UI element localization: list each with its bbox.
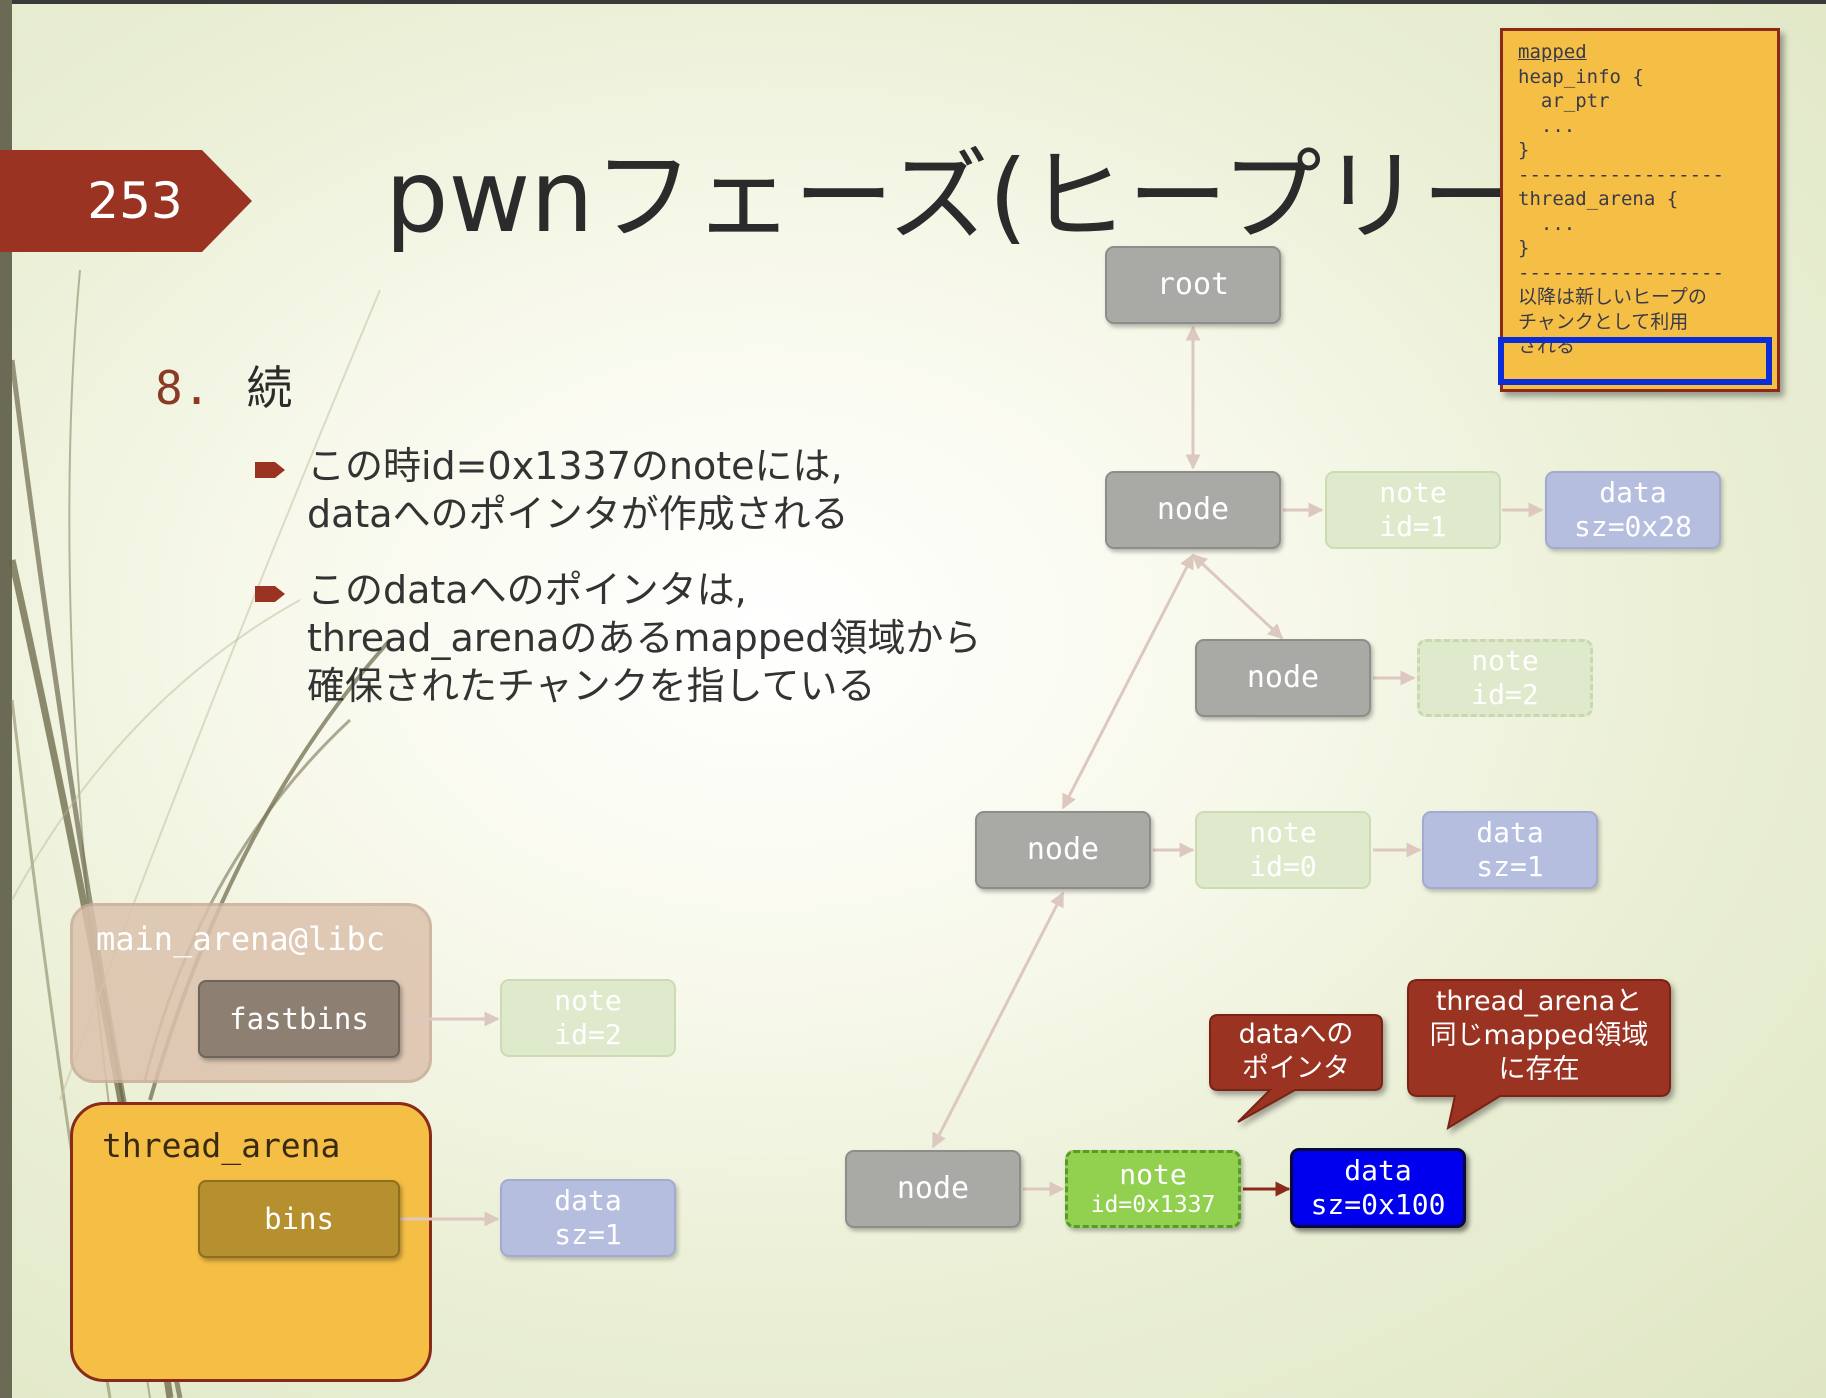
bullet-arrow-icon <box>255 462 285 478</box>
edge-node3-node4 <box>931 891 1065 1149</box>
mapped-line: mapped <box>1518 41 1587 63</box>
callout-data-pointer: dataへの ポインタ <box>1210 1018 1382 1086</box>
box-line: note <box>1249 816 1317 850</box>
slide-title: pwnフェーズ(ヒープリーク <box>385 138 1622 255</box>
bullet-line: 確保されたチャンクを指している <box>307 664 876 708</box>
bullet-line: この時id=0x1337のnoteには, <box>307 444 843 488</box>
edge-node1-node3 <box>1061 553 1195 810</box>
box-line: sz=1 <box>554 1218 622 1251</box>
slide-number-tag <box>0 150 252 252</box>
mapped-note-line: チャンクとして利用 <box>1518 310 1689 333</box>
box-line: data <box>1476 816 1544 850</box>
box-line: note <box>1471 644 1539 678</box>
data-sz100-box: data sz=0x100 <box>1290 1148 1466 1228</box>
mapped-line: ------------------ <box>1518 163 1724 186</box>
mapped-region-text: mapped heap_info { ar_ptr ... } --------… <box>1518 40 1724 359</box>
box-line: data <box>1344 1154 1412 1188</box>
bullet-arrow-icon <box>255 586 285 602</box>
box-line: sz=0x100 <box>1310 1188 1446 1221</box>
callout-line: dataへの <box>1238 1019 1354 1050</box>
data-sz1-box: data sz=1 <box>1422 811 1598 889</box>
callout-same-region: thread_arenaと 同じmapped領域 に存在 <box>1408 985 1670 1087</box>
data-sz28-box: data sz=0x28 <box>1545 471 1721 549</box>
callout-line: 同じmapped領域 <box>1429 1020 1649 1051</box>
callout-line: に存在 <box>1498 1054 1580 1085</box>
section-heading-text: 続 <box>246 361 293 415</box>
node-box: node <box>845 1150 1021 1228</box>
callout-line: thread_arenaと <box>1435 986 1643 1017</box>
note-id1-box: note id=1 <box>1325 471 1501 549</box>
mapped-line: } <box>1518 237 1530 259</box>
mapped-note-line: 以降は新しいヒープの <box>1518 286 1707 308</box>
slide-number: 253 <box>87 172 183 230</box>
node-box: node <box>1195 639 1371 717</box>
bullet-1-text: この時id=0x1337のnoteには, dataへのポインタが作成される <box>307 442 1087 538</box>
bullet-line: dataへのポインタが作成される <box>307 492 849 536</box>
mapped-line: ... <box>1518 114 1576 137</box>
edge-node1-node2 <box>1191 553 1284 640</box>
box-line: note <box>1119 1158 1187 1192</box>
mapped-line: heap_info { <box>1518 65 1644 88</box>
box-line: id=0x1337 <box>1090 1192 1216 1218</box>
thread-arena-label: thread_arena <box>102 1126 341 1165</box>
mapped-line: } <box>1518 139 1530 161</box>
main-arena-label: main_arena@libc <box>96 920 385 958</box>
mapped-line: ------------------ <box>1518 261 1724 284</box>
note-id1337-box: note id=0x1337 <box>1065 1150 1241 1228</box>
fastbin-note-box: note id=2 <box>500 979 676 1057</box>
mapped-line: ... <box>1518 212 1576 235</box>
box-line: note <box>1379 476 1447 510</box>
node-box: node <box>1105 471 1281 549</box>
box-line: id=2 <box>1471 678 1539 711</box>
mapped-highlight-rect <box>1498 337 1772 385</box>
box-line: data <box>1599 476 1667 510</box>
box-line: note <box>554 984 622 1018</box>
node-box: node <box>975 811 1151 889</box>
box-line: id=2 <box>554 1018 622 1051</box>
slide-left-border <box>0 0 12 1398</box>
note-id2-box: note id=2 <box>1417 639 1593 717</box>
bullet-line: thread_arenaのあるmapped領域から <box>307 616 982 660</box>
root-box: root <box>1105 246 1281 324</box>
bullet-line: このdataへのポインタは, <box>307 568 747 612</box>
mapped-region-panel <box>1500 28 1780 392</box>
mapped-line: ar_ptr <box>1518 90 1610 112</box>
bin-data-box: data sz=1 <box>500 1179 676 1257</box>
box-line: sz=0x28 <box>1573 510 1692 543</box>
section-heading: 8. 続 <box>155 352 292 418</box>
fastbins-box: fastbins <box>198 980 400 1058</box>
note-id0-box: note id=0 <box>1195 811 1371 889</box>
box-line: data <box>554 1184 622 1218</box>
window-top-bar <box>0 0 1826 4</box>
box-line: sz=1 <box>1476 850 1544 883</box>
bullet-2-text: このdataへのポインタは, thread_arenaのあるmapped領域から… <box>307 566 1087 710</box>
bins-box: bins <box>198 1180 400 1258</box>
mapped-line: thread_arena { <box>1518 188 1679 210</box>
box-line: id=0 <box>1249 850 1317 883</box>
box-line: id=1 <box>1379 510 1447 543</box>
section-number: 8. <box>155 361 211 415</box>
callout-line: ポインタ <box>1242 1053 1350 1084</box>
